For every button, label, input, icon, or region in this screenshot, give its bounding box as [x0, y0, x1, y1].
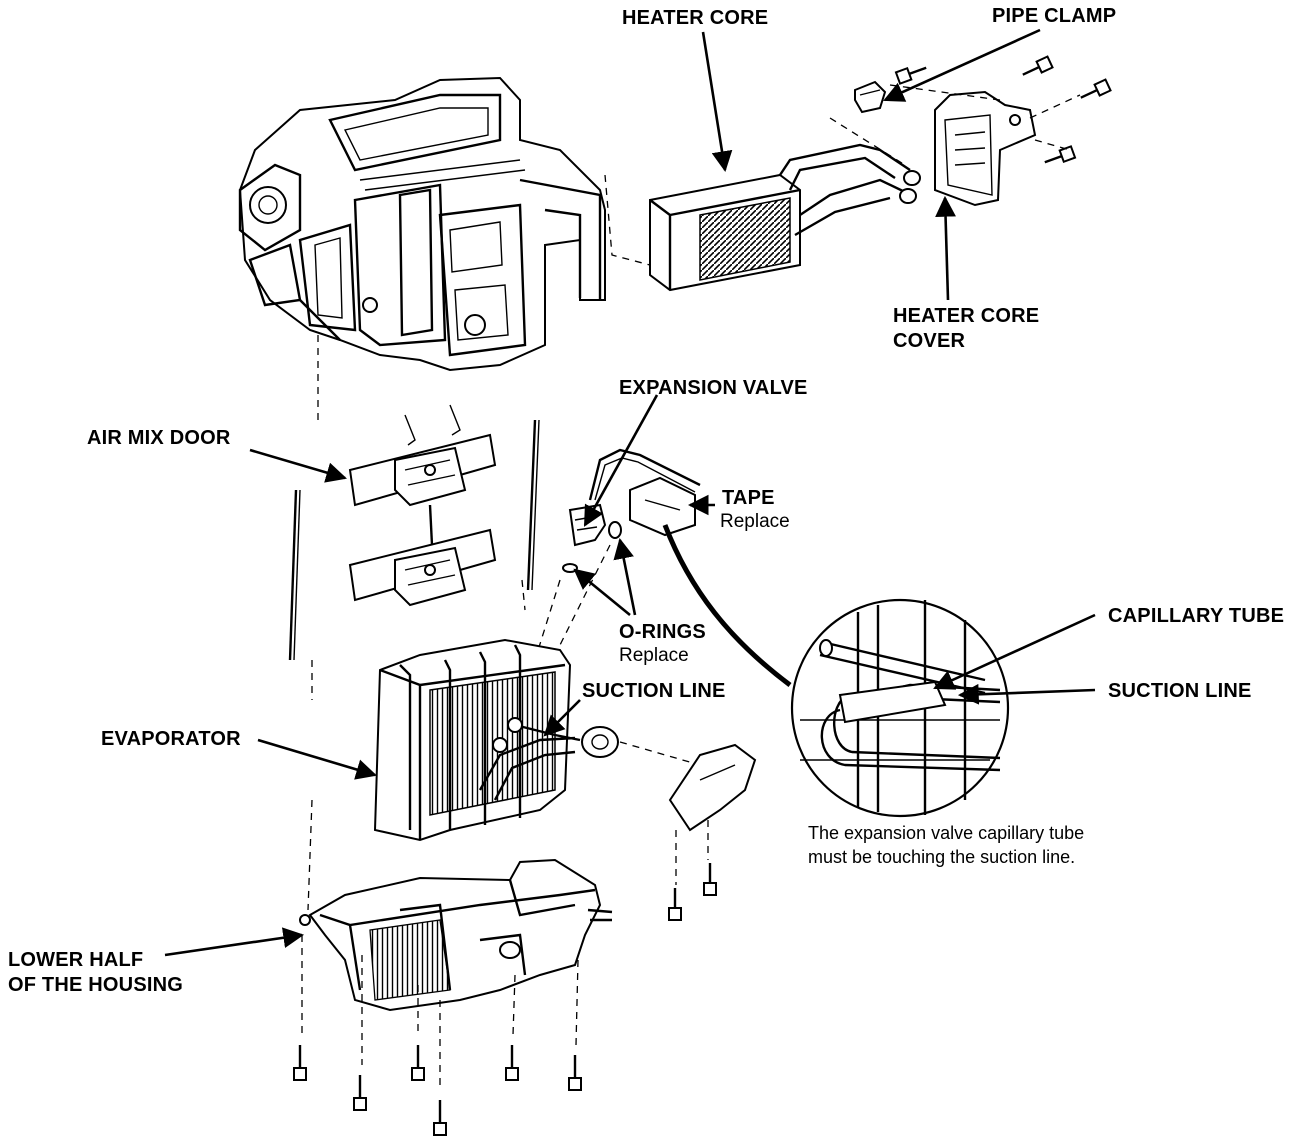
evaporator-arrow — [257, 738, 377, 780]
detail-circle — [790, 598, 1010, 818]
tape-label: TAPE — [722, 487, 775, 509]
dash-line — [1034, 139, 1071, 151]
pipe-clamp-arrow — [883, 28, 1041, 102]
heater-core — [649, 143, 921, 292]
dash-line — [559, 544, 611, 646]
air-mix-door-arrow — [249, 448, 347, 483]
air-mix-door-lower — [348, 528, 497, 607]
dash-line — [521, 579, 526, 611]
door-pivot-mark — [404, 414, 416, 446]
dash-line — [619, 741, 701, 766]
note-line-1: The expansion valve capillary tube — [808, 823, 1085, 843]
dash-line — [575, 959, 579, 1046]
housing-screws — [293, 1045, 582, 1136]
heater-core-cover — [934, 90, 1037, 207]
rod — [293, 489, 301, 661]
air-mix-door-label: AIR MIX DOOR — [87, 427, 231, 449]
rod — [531, 419, 540, 591]
heater-core-cover-label-line2: COVER — [893, 330, 966, 352]
heater-core-label: HEATER CORE — [622, 7, 769, 29]
pipe-clamp-part — [854, 80, 887, 114]
lower-half-arrow — [164, 927, 305, 957]
lower-housing-part — [299, 858, 613, 1012]
lower-half-label-line2: OF THE HOUSING — [8, 974, 184, 996]
evaporator-label: EVAPORATOR — [101, 728, 241, 750]
o-rings-sub-label: Replace — [619, 645, 689, 666]
note-line-2: must be touching the suction line. — [808, 847, 1076, 867]
door-shaft — [428, 504, 434, 546]
rod — [288, 489, 298, 661]
air-mix-door-upper — [348, 433, 497, 507]
capillary-tube-label: CAPILLARY TUBE — [1108, 605, 1285, 627]
expansion-valve-label: EXPANSION VALVE — [619, 377, 808, 399]
door-pivot-mark — [449, 404, 461, 436]
expansion-valve-arrow — [583, 394, 659, 527]
dash-line — [604, 174, 651, 266]
pipe-clamp-label: PIPE CLAMP — [992, 5, 1117, 27]
tape-sub-label: Replace — [720, 511, 790, 532]
tape-part — [629, 476, 696, 537]
top-screws — [894, 55, 1112, 164]
heater-core-cover-label-line1: HEATER CORE — [893, 305, 1040, 327]
o-rings-label: O-RINGS — [619, 621, 706, 643]
bracket-screws — [668, 863, 717, 921]
upper-housing — [238, 76, 606, 372]
suction-line-label: SUCTION LINE — [582, 680, 726, 702]
rod — [526, 419, 537, 591]
dash-line — [512, 974, 516, 1036]
capillary-tube-arrow — [933, 613, 1096, 690]
evaporator-part — [373, 638, 619, 842]
dash-line — [307, 799, 313, 911]
heater-core-arrow — [701, 31, 733, 173]
line-bracket-part — [668, 743, 757, 832]
suction-line-detail-label: SUCTION LINE — [1108, 680, 1252, 702]
lower-half-label-line1: LOWER HALF — [8, 949, 144, 971]
suction-line-detail-arrow — [957, 683, 1096, 705]
detail-leader — [662, 524, 792, 687]
o-ring-arrow-1 — [573, 568, 631, 617]
heater-core-cover-arrow — [935, 195, 956, 301]
dash-line — [1029, 94, 1081, 119]
o-ring-arrow-2 — [613, 537, 637, 616]
suction-line-arrow — [543, 699, 581, 737]
dash-line — [829, 117, 906, 166]
dash-line — [889, 84, 1001, 101]
